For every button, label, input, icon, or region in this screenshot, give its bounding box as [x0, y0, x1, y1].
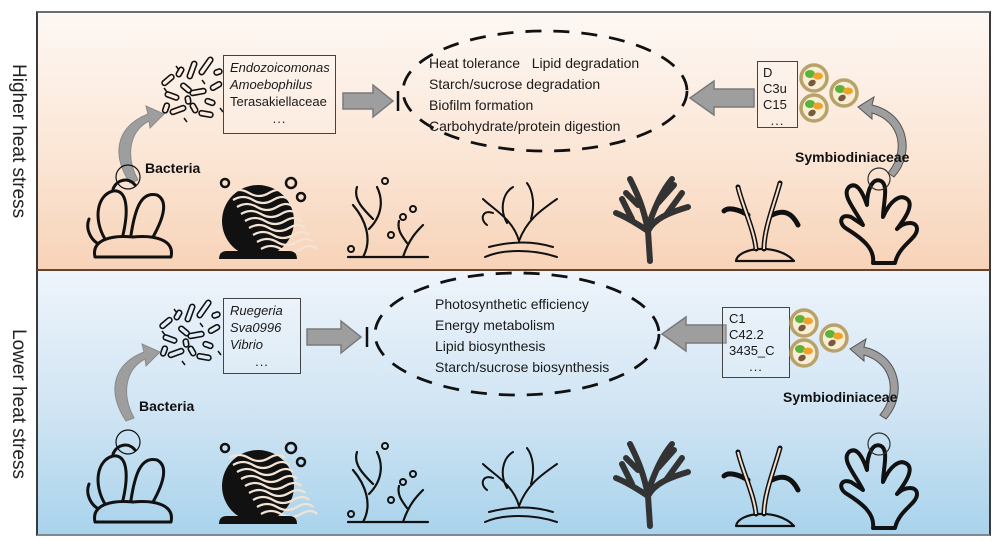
function-item: Energy metabolism	[435, 317, 555, 333]
higher-heat-stress-label: Higher heat stress	[8, 63, 29, 219]
bacteria-more: ...	[255, 354, 269, 369]
function-item: Starch/sucrose biosynthesis	[435, 359, 610, 375]
left-arrow-icon	[688, 79, 755, 117]
symbiont-types-box: C1 C42.2 3435_C ...	[722, 307, 790, 378]
bacteria-taxa-box: Endozoicomonas Amoebophilus Terasakiella…	[223, 55, 336, 134]
branching-coral-outline-icon	[346, 177, 430, 259]
symbiont-more: ...	[770, 113, 785, 128]
finger-coral-icon	[839, 432, 919, 530]
sea-fan-coral-filled-icon	[613, 441, 691, 529]
symbiodiniaceae-cells-icon	[789, 308, 849, 368]
bacteria-label: Bacteria	[139, 398, 195, 414]
symbiont-types-box: D C3u C15 ...	[757, 61, 798, 128]
symbiodiniaceae-label: Symbiodiniaceae	[795, 149, 910, 165]
bacteria-taxon: Endozoicomonas	[230, 60, 330, 75]
sea-fan-coral-filled-icon	[613, 176, 691, 264]
functions-list: Heat tolerance Lipid degradation Starch/…	[429, 53, 639, 137]
pillar-coral-icon	[721, 445, 801, 528]
symbiont-type: 3435_C	[729, 343, 775, 358]
symbiont-more: ...	[749, 359, 763, 374]
sponge-coral-icon	[86, 429, 173, 524]
bacteria-label: Bacteria	[145, 160, 201, 176]
function-item: Photosynthetic efficiency	[435, 296, 589, 312]
branching-coral-outline-icon	[346, 442, 430, 524]
staghorn-coral-outline-icon	[481, 182, 558, 258]
curved-arrow-icon	[849, 337, 899, 420]
brain-coral-icon	[219, 441, 318, 524]
functions-dashed-ellipse	[401, 29, 689, 153]
right-arrow-icon	[306, 319, 369, 355]
lower-heat-stress-label: Lower heat stress	[8, 328, 29, 479]
bacteria-taxon: Amoebophilus	[230, 77, 313, 92]
bacteria-taxon: Ruegeria	[230, 303, 283, 318]
function-item: Lipid biosynthesis	[435, 338, 546, 354]
right-arrow-icon	[342, 83, 400, 119]
function-item: Biofilm formation	[429, 97, 534, 113]
curved-arrow-icon	[118, 105, 165, 184]
staghorn-coral-outline-icon	[481, 447, 558, 523]
symbiont-type: D	[763, 65, 773, 80]
function-item: Carbohydrate/protein digestion	[429, 118, 621, 134]
finger-coral-icon	[839, 167, 919, 265]
higher-heat-stress-panel: Endozoicomonas Amoebophilus Terasakiella…	[36, 11, 991, 271]
sponge-coral-icon	[86, 164, 173, 259]
bacteria-taxon: Terasakiellaceae	[230, 94, 327, 109]
left-arrow-icon	[660, 315, 727, 353]
symbiodiniaceae-cells-icon	[799, 63, 859, 123]
brain-coral-icon	[219, 176, 318, 259]
curved-arrow-icon	[114, 343, 161, 422]
bacteria-cluster-icon	[161, 56, 224, 123]
bacteria-cluster-icon	[159, 299, 222, 366]
symbiont-type: C3u	[763, 81, 787, 96]
curved-arrow-icon	[857, 95, 907, 178]
pillar-coral-icon	[721, 180, 801, 263]
bacteria-taxon: Sva0996	[230, 320, 282, 335]
symbiont-type: C42.2	[729, 327, 764, 342]
bacteria-taxa-box: Ruegeria Sva0996 Vibrio ...	[223, 298, 301, 374]
lower-heat-stress-panel: Ruegeria Sva0996 Vibrio ... Bacteria Pho…	[36, 271, 991, 536]
functions-list: Photosynthetic efficiency Energy metabol…	[435, 294, 609, 378]
bacteria-taxon: Vibrio	[230, 337, 264, 352]
symbiodiniaceae-label: Symbiodiniaceae	[783, 389, 898, 405]
function-item: Heat tolerance Lipid degradation	[429, 55, 640, 71]
functions-dashed-ellipse	[373, 271, 661, 397]
function-item: Starch/sucrose degradation	[429, 76, 601, 92]
symbiont-type: C15	[763, 97, 787, 112]
symbiont-type: C1	[729, 311, 746, 326]
bacteria-more: ...	[272, 111, 287, 126]
